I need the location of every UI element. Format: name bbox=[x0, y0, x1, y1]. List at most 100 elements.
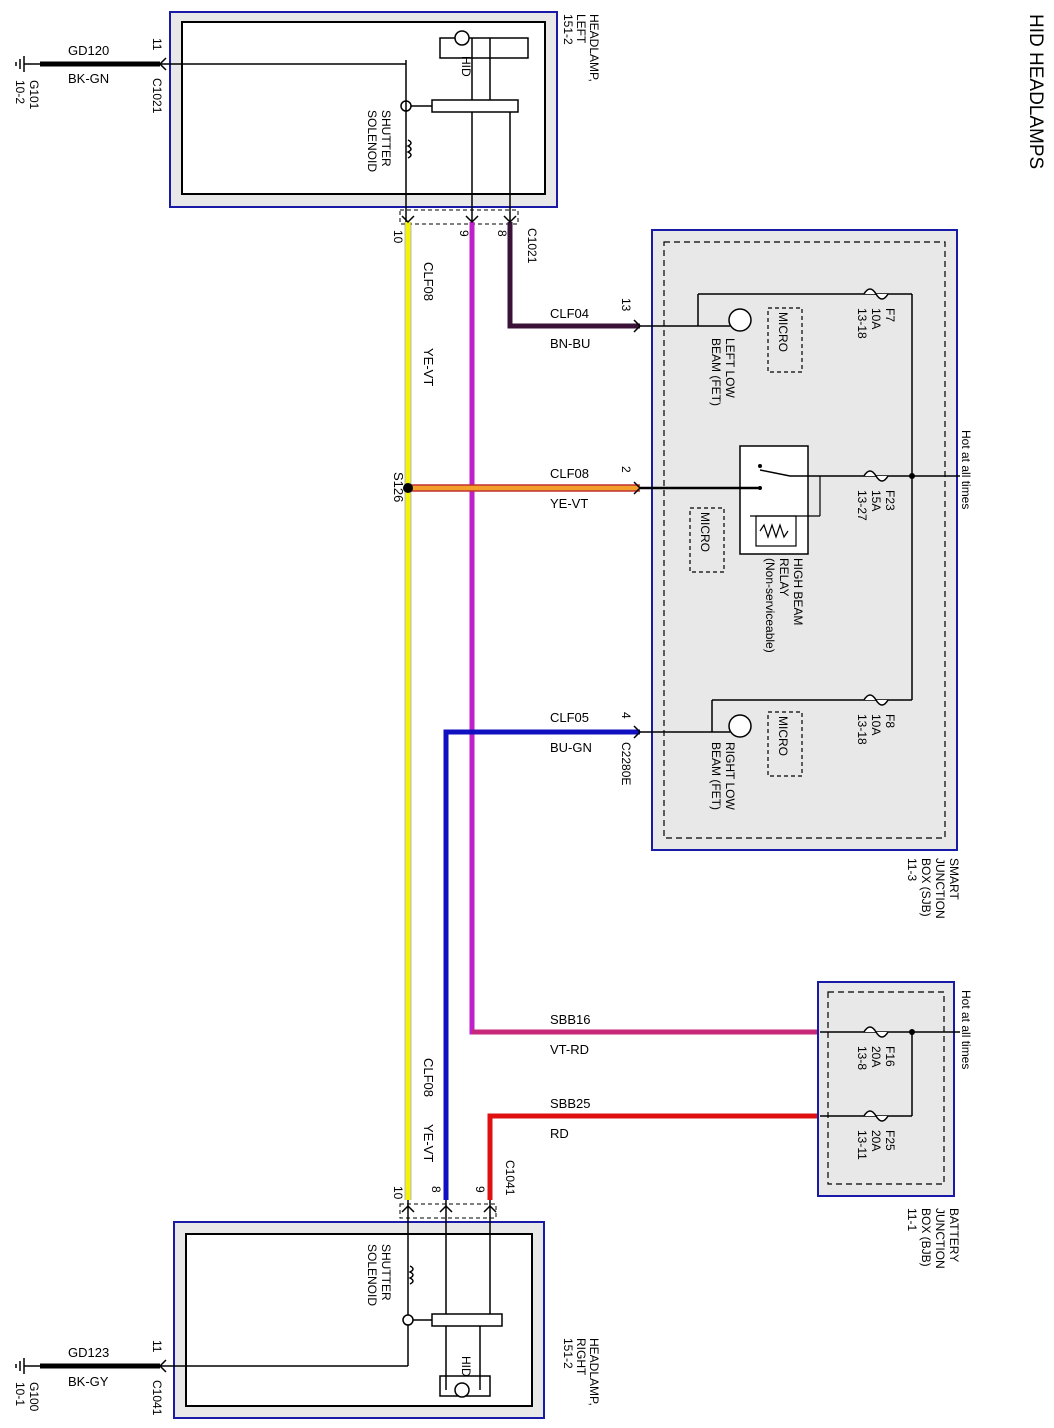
wire-clf05-blue bbox=[443, 729, 640, 1200]
micro-label-3: MICRO bbox=[776, 716, 790, 756]
fuse-f7-ref: 13-18 bbox=[855, 308, 869, 339]
relay-label-3: (Non-serviceable) bbox=[763, 558, 777, 653]
label-clf08-upper: CLF08 bbox=[421, 262, 436, 301]
fuse-f25-ref: 13-11 bbox=[855, 1130, 869, 1160]
pin-sjb-4: 4 bbox=[619, 712, 633, 719]
hid-lamp-icon bbox=[439, 30, 529, 100]
label-clf08-h: CLF08 bbox=[550, 466, 589, 481]
fuse-f23-ref: 13-27 bbox=[855, 490, 869, 521]
left-low-beam-2: BEAM (FET) bbox=[709, 338, 723, 406]
label-clf05: CLF05 bbox=[550, 710, 589, 725]
fuse-f23-icon bbox=[863, 470, 889, 482]
fuse-f8-icon bbox=[863, 694, 889, 706]
label-clf08-upper-color: YE-VT bbox=[421, 348, 436, 386]
ground-left-color: BK-GN bbox=[68, 71, 109, 86]
sjb-hot-label: Hot at all times bbox=[959, 430, 973, 509]
label-clf08-h-color: YE-VT bbox=[550, 496, 588, 511]
fuse-f16-ref: 13-8 bbox=[855, 1046, 869, 1070]
page-title: HID HEADLAMPS bbox=[1025, 14, 1046, 169]
pin-sjb-2: 2 bbox=[619, 466, 633, 473]
wire-clf04 bbox=[507, 222, 640, 329]
fuse-f16-rating: 20A bbox=[869, 1046, 883, 1067]
micro-box-1 bbox=[767, 307, 803, 373]
label-clf08-lower: CLF08 bbox=[421, 1058, 436, 1097]
ground-right: GD123 BK-GY G100 10-1 bbox=[13, 1345, 160, 1412]
ballast-right bbox=[431, 1313, 503, 1327]
relay-label-2: RELAY bbox=[777, 558, 791, 596]
pin-right-10: 10 bbox=[391, 1186, 405, 1200]
label-clf04-color: BN-BU bbox=[550, 336, 590, 351]
connector-right-bottom: C1041 bbox=[150, 1380, 164, 1416]
ballast-left bbox=[431, 99, 519, 113]
connector-left-bottom: C1021 bbox=[525, 228, 539, 264]
label-sbb16-color: VT-RD bbox=[550, 1042, 589, 1057]
headlamp-left-module: HID SHUTTER SOLENOID HEADLAMP, LEFT 151-… bbox=[150, 11, 601, 264]
ground-right-ref: 10-1 bbox=[13, 1382, 27, 1406]
sjb-title-2: JUNCTION bbox=[933, 858, 947, 919]
right-low-beam-2: BEAM (FET) bbox=[709, 742, 723, 810]
fuse-f7-icon bbox=[863, 288, 889, 300]
pin-left-10: 10 bbox=[391, 230, 405, 244]
label-sbb25: SBB25 bbox=[550, 1096, 590, 1111]
fuse-f16-id: F16 bbox=[883, 1046, 897, 1067]
pin-left-ground: 11 bbox=[150, 38, 164, 51]
ground-right-id: G100 bbox=[27, 1382, 41, 1412]
fuse-f16-icon bbox=[863, 1026, 889, 1038]
ground-left-circuit: GD120 bbox=[68, 43, 109, 58]
ground-left-ref: 10-2 bbox=[13, 80, 27, 104]
ground-left-id: G101 bbox=[27, 80, 41, 110]
sjb-title-1: SMART bbox=[947, 858, 961, 900]
hid-label-left: HID bbox=[459, 56, 473, 77]
fuse-f25-id: F25 bbox=[883, 1130, 897, 1151]
solenoid-label-left-1: SHUTTER bbox=[379, 110, 393, 167]
left-low-beam-1: LEFT LOW bbox=[723, 338, 737, 398]
fuse-f25-icon bbox=[863, 1110, 889, 1122]
bjb-ref: 11-1 bbox=[905, 1208, 919, 1231]
fuse-f23-rating: 15A bbox=[869, 490, 883, 511]
headlamp-left-title: HEADLAMP, bbox=[587, 14, 601, 82]
label-clf08-lower-color: YE-VT bbox=[421, 1124, 436, 1162]
wire-clf08-horizontal bbox=[408, 484, 640, 492]
connector-arrows bbox=[158, 57, 642, 1373]
micro-label-2: MICRO bbox=[698, 512, 712, 552]
hid-label-right: HID bbox=[459, 1356, 473, 1377]
solenoid-label-right-1: SHUTTER bbox=[379, 1244, 393, 1301]
fet-right-icon bbox=[728, 714, 752, 738]
pin-left-8: 8 bbox=[495, 230, 509, 237]
bjb-title-1: BATTERY bbox=[947, 1208, 961, 1262]
pin-right-8: 8 bbox=[429, 1186, 443, 1193]
label-sbb25-color: RD bbox=[550, 1126, 569, 1141]
headlamp-right-side: RIGHT bbox=[574, 1338, 588, 1376]
headlamp-right-module: HID SHUTTER SOLENOID HEADLAMP, RIGHT 151… bbox=[150, 1160, 601, 1419]
ground-right-color: BK-GY bbox=[68, 1374, 109, 1389]
pin-right-ground: 11 bbox=[150, 1340, 164, 1353]
solenoid-label-left-2: SOLENOID bbox=[365, 110, 379, 172]
micro-label-1: MICRO bbox=[776, 312, 790, 352]
fuse-f25-rating: 20A bbox=[869, 1130, 883, 1151]
bjb-title-2: JUNCTION bbox=[933, 1208, 947, 1269]
label-clf04: CLF04 bbox=[550, 306, 589, 321]
sjb-title-3: BOX (SJB) bbox=[919, 858, 933, 917]
fuse-f8-rating: 10A bbox=[869, 714, 883, 735]
battery-junction-box: F16 20A 13-8 F25 20A 13-11 Hot at all ti… bbox=[817, 981, 973, 1269]
pin-sjb-13: 13 bbox=[619, 298, 633, 312]
headlamp-right-title: HEADLAMP, bbox=[587, 1338, 601, 1406]
bjb-title-3: BOX (BJB) bbox=[919, 1208, 933, 1267]
connector-c2280e: C2280E bbox=[619, 742, 633, 785]
label-clf05-color: BU-GN bbox=[550, 740, 592, 755]
ground-right-circuit: GD123 bbox=[68, 1345, 109, 1360]
headlamp-left-ref: 151-2 bbox=[561, 14, 575, 45]
connector-left-top: C1021 bbox=[150, 78, 164, 114]
label-s126: S126 bbox=[391, 472, 406, 502]
label-sbb16: SBB16 bbox=[550, 1012, 590, 1027]
ground-left: GD120 BK-GN G101 10-2 bbox=[13, 43, 160, 110]
fuse-f8-ref: 13-18 bbox=[855, 714, 869, 745]
fuse-f23-id: F23 bbox=[883, 490, 897, 511]
solenoid-label-right-2: SOLENOID bbox=[365, 1244, 379, 1306]
wire-sbb25-red bbox=[487, 1113, 820, 1200]
relay-coil-icon bbox=[755, 515, 797, 547]
micro-box-2 bbox=[689, 507, 725, 573]
smart-junction-box: MICRO LEFT LOW BEAM (FET) F7 10A 13-18 M… bbox=[640, 229, 973, 919]
solenoid-coil-right bbox=[408, 1265, 414, 1285]
